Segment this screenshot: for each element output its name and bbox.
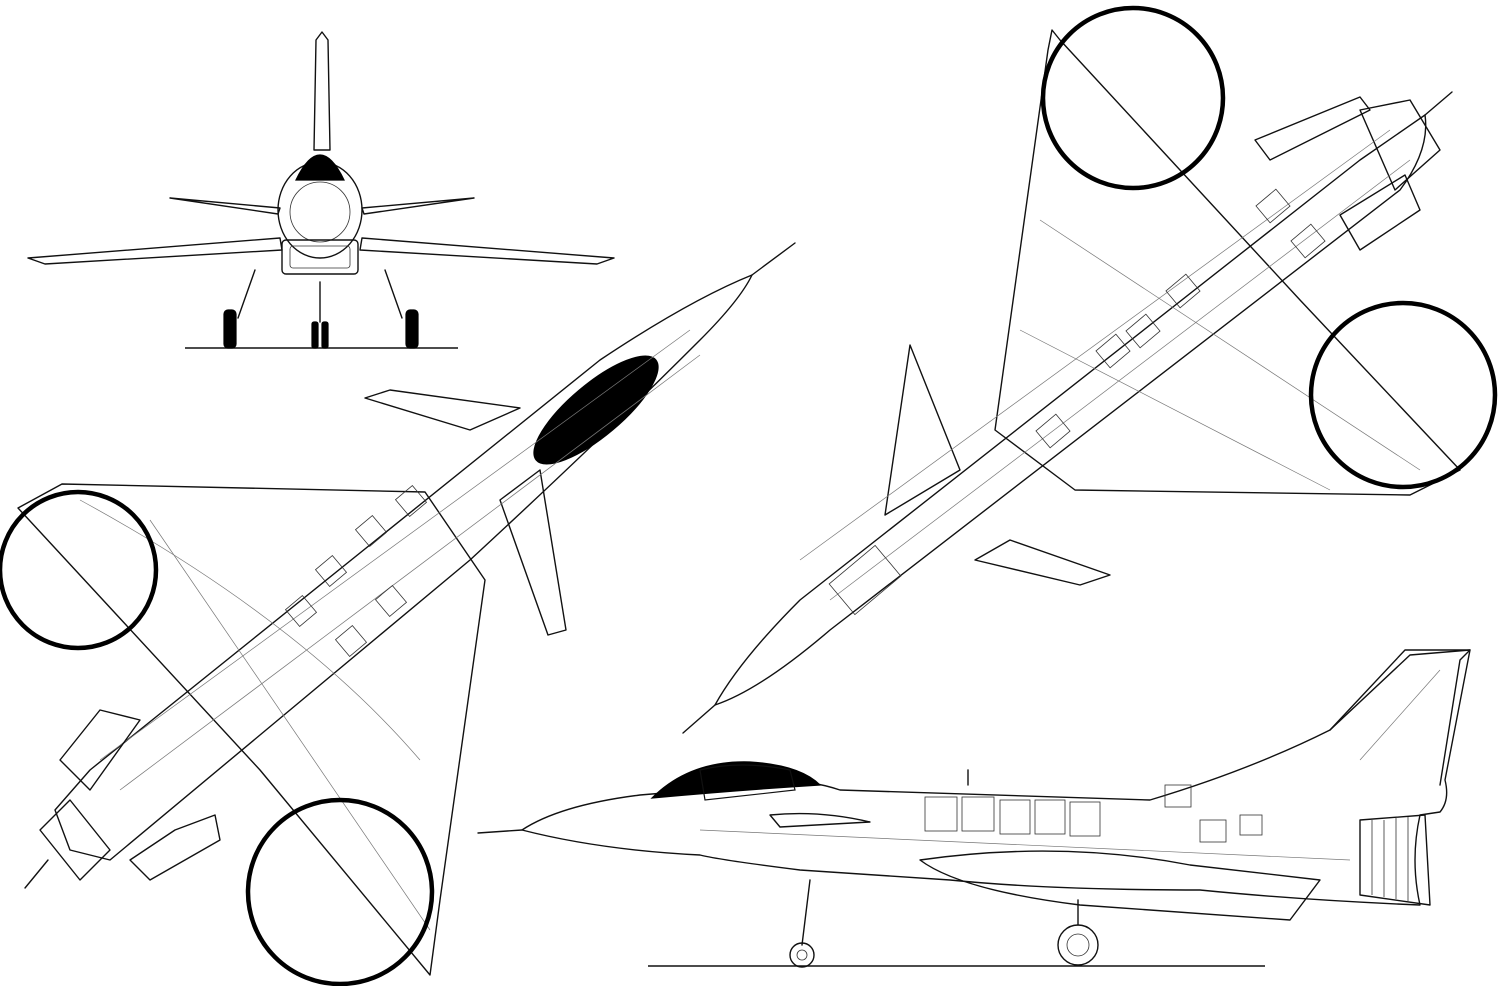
left-view-left-canard [364,389,521,431]
right-view-engine-nozzle [1359,99,1441,191]
right-view-left-canard [884,344,961,516]
front-intake [281,239,359,275]
side-view-pitot-probe [477,829,523,834]
front-fin [313,31,331,151]
front-canopy [295,154,345,181]
left-view-pitot-probe [751,242,796,276]
right-view-right-canard [974,539,1111,586]
right-view-delta-wing [994,29,1461,496]
side-view-fuselage [521,649,1471,906]
side-view-engine-nozzle [1359,814,1431,906]
callout-circle [0,489,159,651]
side-view [477,649,1471,968]
front-view [27,31,615,349]
right-view-fuselage [714,114,1427,706]
right-view-pitot-probe [1424,91,1453,116]
callout-circle [1308,300,1498,490]
front-right-canard [361,197,475,215]
front-landing-gear [223,269,419,349]
front-right-wing [359,237,615,265]
front-left-canard [169,197,281,215]
left-view-delta-wing [17,483,486,976]
callout-circle [1040,5,1226,191]
left-view-canopy [533,355,659,465]
side-view-landing-gear [789,879,1099,968]
side-view-tail-fin [1329,649,1471,786]
left-view-right-canard [499,469,567,636]
side-view-canopy [650,761,822,799]
left-view-engine-nozzle [39,799,111,881]
front-left-wing [27,237,283,265]
planform-view-right [682,29,1461,734]
callout-circle [245,797,435,986]
planform-view-left [17,242,796,976]
left-view-fuselage [54,274,753,861]
